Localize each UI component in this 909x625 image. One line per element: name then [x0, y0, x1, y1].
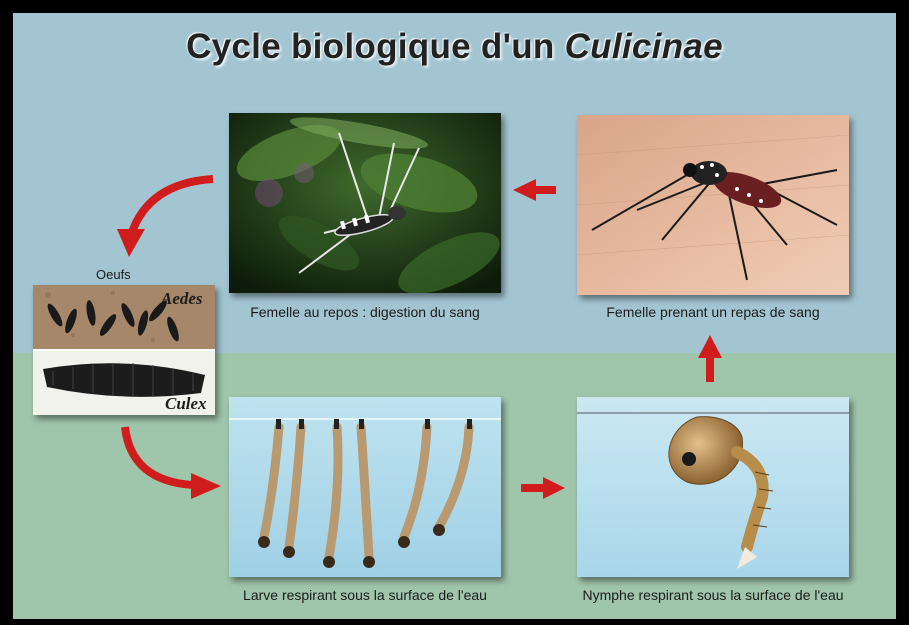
cycle-arrows [13, 13, 896, 619]
arrow-pupa-to-bloodmeal [698, 335, 722, 382]
diagram-canvas: Cycle biologique d'un Culicinae [13, 13, 896, 619]
arrow-eggs-to-larva [125, 427, 221, 499]
arrow-bloodmeal-to-resting [513, 179, 556, 201]
arrow-resting-to-eggs [117, 179, 213, 257]
arrow-larva-to-pupa [521, 477, 565, 499]
